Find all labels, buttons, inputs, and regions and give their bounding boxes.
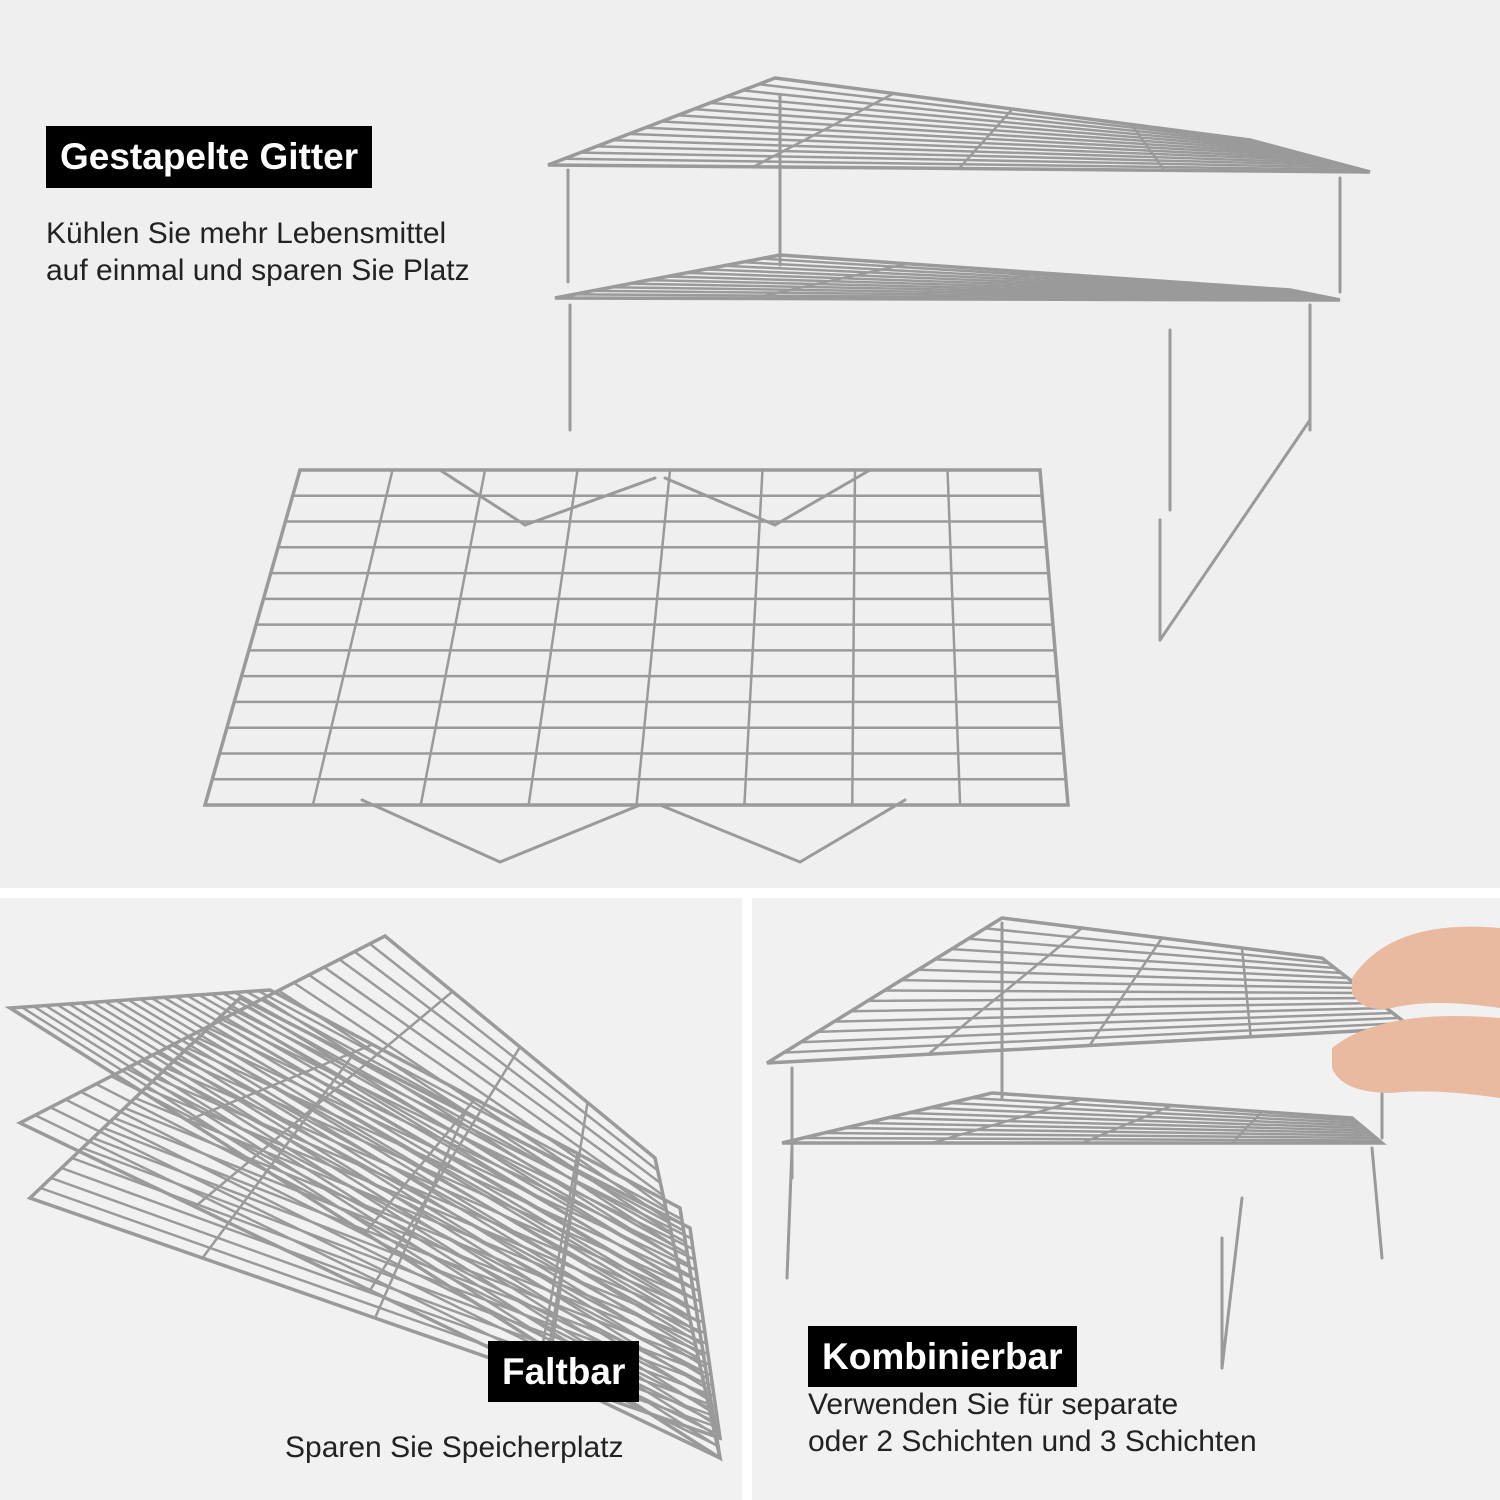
foldable-panel: Faltbar Sparen Sie Speicherplatz bbox=[0, 898, 742, 1500]
combined-racks-image bbox=[766, 916, 1500, 1370]
foldable-description: Sparen Sie Speicherplatz bbox=[285, 1431, 624, 1464]
rack-crossbar bbox=[930, 1098, 1084, 1145]
rack-crossbar bbox=[373, 1111, 467, 1320]
rack-crossbar bbox=[201, 1054, 354, 1260]
rack-leg bbox=[773, 468, 872, 527]
rack-leg bbox=[360, 798, 502, 864]
rack-crossbar bbox=[851, 468, 857, 807]
rack-leg bbox=[658, 803, 802, 864]
rack-crossbar bbox=[743, 468, 764, 807]
rack-leg bbox=[523, 476, 657, 527]
hands-image bbox=[1332, 926, 1500, 1098]
rack-crossbar bbox=[927, 926, 1084, 1056]
combinable-panel: Kombinierbar Verwenden Sie für separate … bbox=[752, 898, 1500, 1500]
stacked-racks-description-line2: auf einmal und sparen Sie Platz bbox=[46, 254, 470, 287]
rack-crossbar bbox=[1130, 123, 1166, 172]
rack-crossbar bbox=[1142, 280, 1164, 301]
rack-leg bbox=[663, 476, 777, 527]
rack-crossbar bbox=[368, 1045, 522, 1292]
stacked-racks-panel: Gestapelte Gitter Kühlen Sie mehr Lebens… bbox=[0, 0, 1500, 888]
rack-crossbar bbox=[957, 107, 1014, 170]
rack-frame bbox=[202, 468, 1070, 807]
rack-leg bbox=[785, 1146, 794, 1280]
rack-crossbar bbox=[1230, 1110, 1264, 1145]
combinable-description-line1: Verwenden Sie für separate bbox=[808, 1388, 1179, 1421]
stacked-racks-image bbox=[202, 76, 1371, 864]
rack-leg bbox=[438, 468, 527, 527]
rack-frame bbox=[4, 988, 723, 1462]
rack-crossbar bbox=[750, 262, 909, 300]
rack-crossbar bbox=[752, 92, 895, 168]
rack-leg bbox=[498, 803, 642, 864]
rack-crossbar bbox=[1088, 936, 1164, 1047]
rack-crossbar bbox=[1240, 946, 1252, 1038]
rack-leg bbox=[1220, 1196, 1244, 1370]
folded-racks-image bbox=[4, 933, 723, 1462]
rack-leg bbox=[1158, 418, 1312, 642]
rack-crossbar bbox=[946, 468, 962, 807]
rack-crossbar bbox=[419, 468, 487, 807]
combinable-label: Kombinierbar bbox=[808, 1326, 1077, 1387]
rack-crossbar bbox=[311, 468, 394, 807]
rack-crossbar bbox=[946, 271, 1037, 301]
rack-frame bbox=[547, 76, 1371, 174]
stacked-racks-label: Gestapelte Gitter bbox=[46, 126, 373, 188]
rack-frame bbox=[781, 1091, 1387, 1145]
rack-frame bbox=[26, 995, 723, 1441]
rack-leg bbox=[1370, 1146, 1384, 1260]
combinable-description-line2: oder 2 Schichten und 3 Schichten bbox=[808, 1425, 1257, 1458]
rack-crossbar bbox=[1080, 1104, 1174, 1145]
rack-crossbar bbox=[527, 468, 579, 807]
rack-leg bbox=[798, 798, 907, 864]
rack-crossbar bbox=[543, 1101, 589, 1376]
rack-crossbar bbox=[635, 468, 672, 807]
rack-crossbar bbox=[186, 1043, 374, 1122]
foldable-label: Faltbar bbox=[488, 1341, 640, 1402]
stacked-racks-description-line1: Kühlen Sie mehr Lebensmittel bbox=[46, 217, 447, 250]
